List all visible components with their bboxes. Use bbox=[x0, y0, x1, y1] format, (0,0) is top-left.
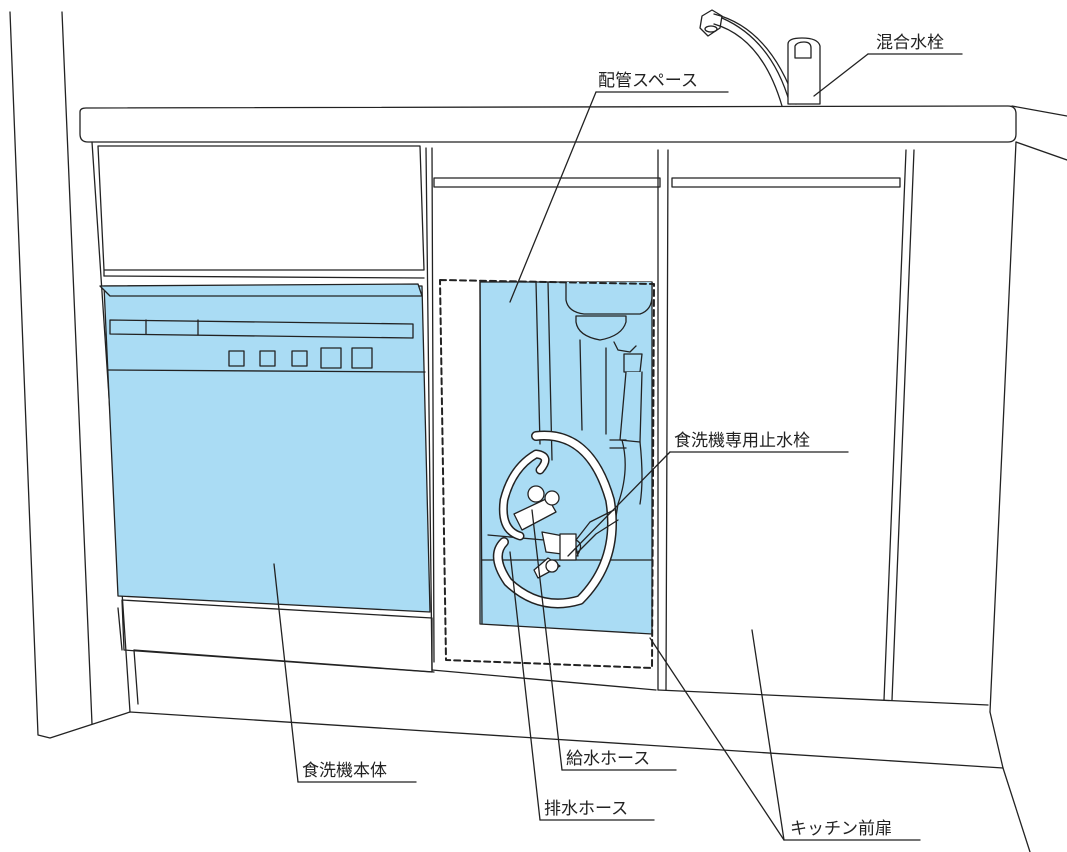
label-kitchen-front-door: キッチン前扉 bbox=[790, 819, 892, 839]
dishwasher bbox=[99, 283, 433, 673]
faucet bbox=[699, 9, 821, 107]
piping-space-dashed-outline bbox=[439, 279, 655, 669]
countertop bbox=[79, 105, 1067, 161]
label-mixing-faucet: 混合水栓 bbox=[876, 33, 944, 53]
label-piping-space: 配管スペース bbox=[598, 71, 698, 91]
piping-space-cabinet bbox=[425, 147, 669, 691]
left-wall bbox=[9, 11, 131, 739]
label-drain-hose: 排水ホース bbox=[544, 799, 628, 819]
leader-lines bbox=[273, 53, 963, 841]
label-dishwasher-body: 食洗機本体 bbox=[302, 761, 387, 781]
stop-valve bbox=[533, 509, 619, 579]
upper-drawer-panel bbox=[97, 145, 425, 279]
kitchen-front-doors bbox=[671, 149, 915, 701]
label-dishwasher-stop-valve: 食洗機専用止水栓 bbox=[674, 431, 810, 451]
hoses bbox=[493, 430, 617, 609]
label-supply-hose: 給水ホース bbox=[566, 749, 650, 769]
